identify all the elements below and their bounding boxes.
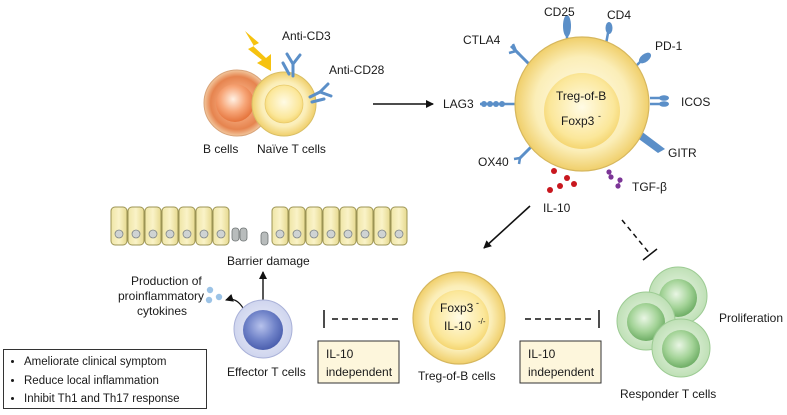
production-line1: Production of: [131, 274, 202, 288]
epithelial-cell: [271, 206, 289, 246]
epithelial-cell: [322, 206, 340, 246]
naive-t-cells-label: Naïve T cells: [257, 142, 326, 156]
treg-top-sup: -: [598, 111, 601, 121]
epithelial-cell: [127, 206, 145, 246]
effector-t-cells-label: Effector T cells: [227, 365, 306, 379]
epithelial-cell: [288, 206, 306, 246]
anti-cd28-label: Anti-CD28: [329, 63, 385, 77]
box-right-line2: independent: [528, 365, 595, 379]
legend-item: Inhibit Th1 and Th17 response: [24, 390, 200, 409]
epithelial-cell: [195, 206, 213, 246]
treg-of-b-cell-top: [514, 36, 650, 172]
cd4-label: CD4: [607, 8, 631, 22]
anti-cd28-antibody-icon: [308, 82, 333, 104]
effector-t-cell: [233, 299, 293, 359]
tgfb-molecules: [606, 169, 623, 189]
epithelial-cell: [212, 206, 230, 246]
lag3-receptor-icon: [480, 101, 517, 107]
il10-independent-box-left: [317, 340, 400, 384]
proliferation-label: Proliferation: [719, 311, 783, 325]
epithelial-cell: [144, 206, 162, 246]
epithelial-cell: [178, 206, 196, 246]
treg-top-line2: Foxp3: [561, 114, 595, 128]
damaged-cell-fragment: [239, 227, 248, 242]
ctla4-label: CTLA4: [463, 33, 501, 47]
treg-center-line1: Foxp3: [440, 301, 474, 315]
treg-of-b-cells-label: Treg-of-B cells: [418, 369, 496, 383]
ox40-label: OX40: [478, 155, 509, 169]
epithelial-cell: [110, 206, 128, 246]
production-line3: cytokines: [137, 304, 187, 318]
il10-molecules: [547, 168, 577, 193]
lag3-label: LAG3: [443, 97, 474, 111]
il10-label: IL-10: [543, 201, 571, 215]
inhibition-to-responder-horizontal: [525, 310, 600, 328]
responder-cell-right: [651, 318, 711, 378]
box-left-line1: IL-10: [326, 347, 354, 361]
b-cell: [203, 69, 271, 137]
treg-center-line2: IL-10: [444, 319, 472, 333]
responder-t-cells-label: Responder T cells: [620, 387, 716, 401]
inhibition-to-effector: [323, 310, 398, 328]
legend-item: Reduce local inflammation: [24, 372, 200, 391]
il10-independent-box-right: [519, 340, 602, 384]
tgfb-label: TGF-β: [632, 180, 667, 194]
epithelial-cell: [390, 206, 408, 246]
icos-receptor-icon: [650, 95, 669, 107]
anti-cd3-antibody-icon: [281, 52, 302, 78]
b-cells-label: B cells: [203, 142, 238, 156]
outcome-legend-box: Ameliorate clinical symptom Reduce local…: [3, 349, 207, 409]
epithelial-cell: [339, 206, 357, 246]
damaged-cell-fragment: [231, 227, 240, 242]
epithelial-cell: [305, 206, 323, 246]
pd1-label: PD-1: [655, 39, 683, 53]
epithelial-cell: [356, 206, 374, 246]
arrow-to-treg-of-b: [483, 205, 531, 249]
damaged-cell-fragment: [260, 231, 269, 246]
gitr-label: GITR: [668, 146, 697, 160]
production-line2: proinflammatory: [118, 289, 204, 303]
anti-cd3-label: Anti-CD3: [282, 29, 331, 43]
icos-label: ICOS: [681, 95, 710, 109]
treg-top-line1: Treg-of-B: [556, 89, 606, 103]
treg-center-sup1: -: [476, 298, 479, 308]
naive-t-cell: [251, 71, 317, 137]
legend-item: Ameliorate clinical symptom: [24, 353, 200, 372]
cytokine-dots: [205, 286, 223, 304]
epithelial-barrier: [110, 206, 408, 246]
epithelial-cell: [373, 206, 391, 246]
cd25-label: CD25: [544, 5, 575, 19]
treg-of-b-cell-center: [412, 271, 506, 365]
epithelial-cell: [161, 206, 179, 246]
barrier-damage-label: Barrier damage: [227, 254, 310, 268]
lightning-stimulus-icon: [245, 31, 271, 71]
inhibition-to-responder: [621, 219, 658, 261]
responder-t-cells: [616, 266, 711, 378]
treg-center-sup2: -/-: [478, 317, 486, 326]
box-left-line2: independent: [326, 365, 393, 379]
arrow-to-cytokines: [225, 293, 244, 309]
gitr-receptor-icon: [636, 131, 665, 153]
box-right-line1: IL-10: [528, 347, 556, 361]
